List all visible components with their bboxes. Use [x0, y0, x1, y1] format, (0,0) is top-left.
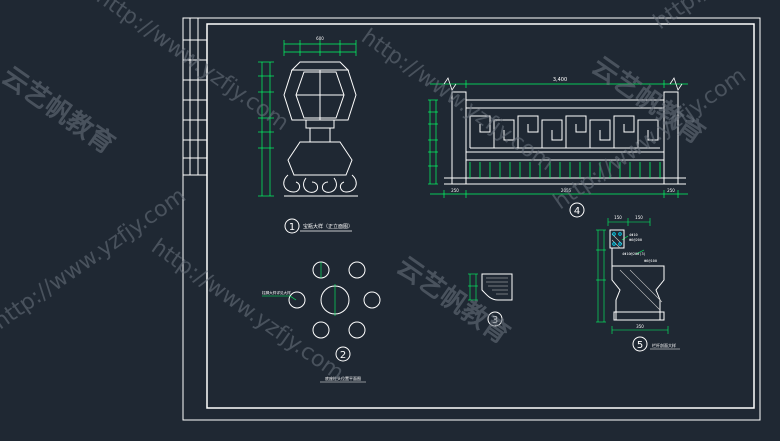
fretwork [469, 115, 659, 148]
plan-post [312, 321, 330, 339]
detail-1-number: 1 [289, 222, 295, 233]
outer-border [182, 17, 761, 421]
plan-post [348, 321, 366, 339]
vase-body [283, 69, 357, 121]
plan-post [363, 291, 381, 309]
detail-3-number: 3 [492, 315, 498, 326]
rebar-dot [612, 242, 616, 246]
detail-4-left-dim: 250 [451, 188, 459, 193]
detail-2-left-note: 柱脚大样详见大样 [262, 290, 291, 295]
detail-2-caption: 底座柱头位置平面图 [325, 375, 361, 381]
rebar-dot [612, 232, 616, 236]
plan-leader [289, 295, 297, 301]
section-hatch [629, 269, 663, 303]
plan-post [348, 261, 366, 279]
rebar-dot [618, 232, 622, 236]
detail-1-baluster: 600 [258, 36, 358, 234]
vase-scroll [303, 177, 319, 193]
detail-5-top-dim-a: 150 [614, 215, 622, 220]
inner-border [206, 23, 755, 409]
detail-5-top-dim-b: 150 [635, 215, 643, 220]
detail-5-note-d: Φ6@100 [644, 259, 657, 263]
section-base [613, 311, 665, 321]
detail-1-left-dims [258, 61, 274, 197]
break-line [669, 77, 683, 91]
sheet-frame [182, 17, 761, 421]
detail-1-top-dim: 600 [316, 36, 324, 41]
detail-1-caption: 宝瓶大样（正立面图） [303, 223, 353, 230]
detail-4-number-circle [569, 202, 585, 218]
detail-1-vase [283, 61, 358, 197]
detail-2-number: 2 [340, 350, 346, 361]
detail-3-profile [481, 273, 513, 301]
detail-3-number-circle [487, 311, 503, 327]
detail-2-base-plan: 柱脚大样详见大样 2 底座柱头位置平面图 [262, 261, 381, 383]
leader [635, 249, 645, 255]
detail-5-number-circle [632, 336, 648, 352]
detail-3-section: 3 [468, 273, 513, 327]
detail-4-top-dim: 3,400 [553, 77, 567, 83]
detail-2-number-circle [335, 346, 351, 362]
detail-5-note-b: Φ6@200 [629, 238, 642, 242]
vase-scroll [321, 177, 337, 193]
detail-5-bottom-dim: 350 [636, 324, 644, 329]
section-cap [609, 229, 625, 249]
detail-4-number: 4 [574, 206, 580, 217]
rebar-dot [618, 242, 622, 246]
detail-5-number: 5 [637, 340, 643, 351]
detail-4-railing: 3,400 2055 250 250 [428, 77, 688, 218]
detail-5-caption: 栏杆剖面大样 [652, 342, 676, 348]
detail-5-note-c: 4Φ10@200(3) [622, 252, 646, 256]
detail-5-railing-section: 150 150 4Φ10 Φ6@200 4Φ10@200(3) Φ6@100 3… [596, 215, 680, 352]
detail-5-note-a: 4Φ10 [629, 233, 638, 237]
vase-scroll [339, 174, 357, 193]
detail-1-top-dims [283, 40, 357, 56]
detail-4-right-dim: 250 [667, 188, 675, 193]
section-hatch [611, 239, 621, 249]
detail-1-number-circle [284, 218, 300, 234]
leader [621, 235, 629, 241]
section-hatch [619, 269, 661, 311]
vase-capital [287, 141, 353, 176]
vase-scroll [283, 174, 301, 193]
detail-4-bottom-dim: 2055 [561, 188, 572, 193]
plan-post [288, 291, 306, 309]
detail-3-hatch [486, 277, 508, 295]
break-line [443, 77, 457, 91]
